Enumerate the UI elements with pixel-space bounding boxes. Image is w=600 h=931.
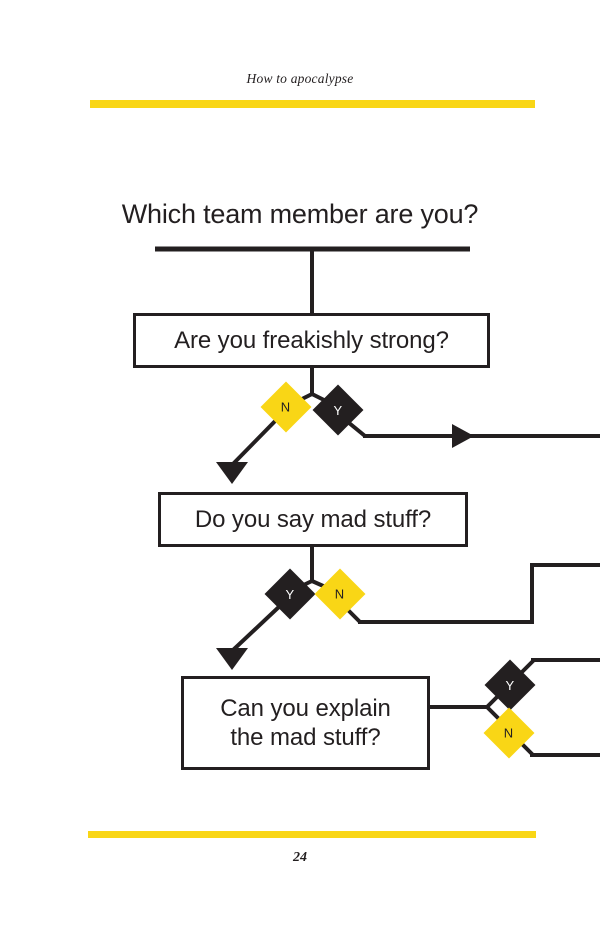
decision-box-mad-stuff-label: Do you say mad stuff? xyxy=(194,505,432,533)
arrowhead-down-to-q2 xyxy=(216,462,248,484)
decision-box-strength-label: Are you freakishly strong? xyxy=(174,326,449,354)
branch-marker-q3-yes-label: Y xyxy=(505,677,515,693)
page-number: 24 xyxy=(293,850,307,865)
running-head: How to apocalypse xyxy=(246,71,354,86)
q3-no-leg-a xyxy=(485,705,501,721)
decision-box-explain-mad-stuff-label: Can you explain the mad stuff? xyxy=(220,694,391,753)
explain-line-2: the mad stuff? xyxy=(230,724,381,751)
top-rule-bar xyxy=(90,100,535,108)
decision-box-strength[interactable]: Are you freakishly strong? xyxy=(133,313,490,368)
explain-line-1: Can you explain xyxy=(220,694,391,722)
arrowhead-down-to-q3 xyxy=(216,648,248,670)
bottom-rule-bar xyxy=(88,831,536,838)
branch-marker-q3-no-label: N xyxy=(504,725,514,741)
branch-marker-q2-yes-label: Y xyxy=(285,586,295,602)
decision-box-explain-mad-stuff[interactable]: Can you explain the mad stuff? xyxy=(181,676,430,770)
decision-box-mad-stuff[interactable]: Do you say mad stuff? xyxy=(158,492,468,547)
q2-yes-leg-b xyxy=(230,602,284,653)
branch-marker-q1-yes-label: Y xyxy=(333,402,343,418)
branch-marker-q1-no-label: N xyxy=(281,399,291,415)
page-title: Which team member are you? xyxy=(121,199,479,229)
branch-marker-q2-no-label: N xyxy=(335,586,345,602)
arrowhead-right-q1-yes xyxy=(452,424,474,448)
